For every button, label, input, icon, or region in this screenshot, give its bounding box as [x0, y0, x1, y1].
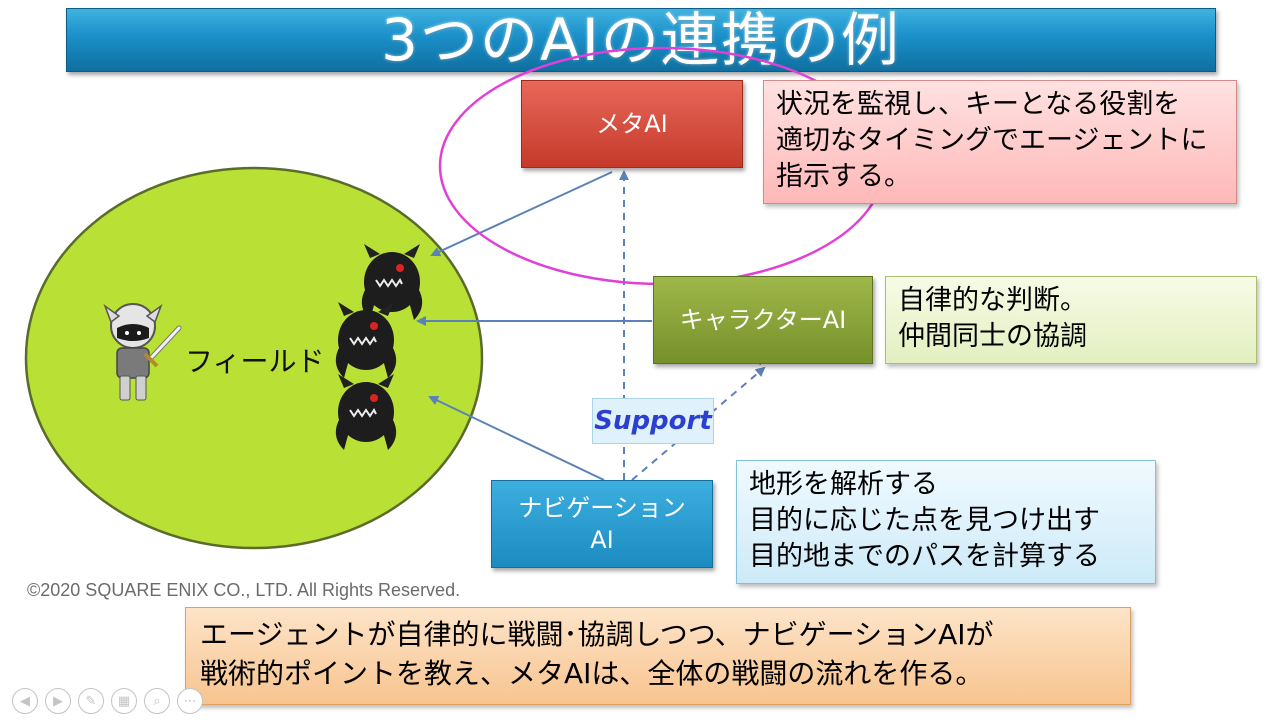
previous-icon[interactable]: ◀: [12, 688, 38, 714]
enemy-monster-icon-3: [335, 374, 397, 450]
summary-line: エージェントが自律的に戦闘･協調しつつ、ナビゲーションAIが: [200, 618, 994, 651]
field-ellipse: [24, 166, 484, 550]
summary-line: 戦術的ポイントを教え、メタAIは、全体の戦闘の流れを作る。: [200, 656, 984, 690]
next-icon[interactable]: ▶: [45, 688, 71, 714]
slide-title: 3つのAIの連携の例: [66, 8, 1216, 72]
meta-ai-note-line: 状況を監視し、キーとなる役割を: [776, 89, 1181, 120]
character-ai-note-line: 自律的な判断。: [898, 285, 1087, 316]
enemy-monster-icon-2: [335, 302, 397, 378]
navigation-ai-label-line: ナビゲーション: [518, 493, 686, 522]
dashed-arrow-support-to-character: [631, 366, 766, 481]
meta-ai-description: 状況を監視し、キーとなる役割を 適切なタイミングでエージェントに 指示する。: [763, 80, 1237, 204]
meta-ai-note-line: 適切なタイミングでエージェントに: [776, 125, 1208, 157]
arrow-navigation-to-field: [428, 395, 605, 481]
hero-knight-icon: [103, 303, 182, 401]
navigation-ai-note-line: 目的地までのパスを計算する: [749, 541, 1100, 573]
meta-ai-note-line: 指示する。: [776, 161, 911, 193]
character-ai-note-line: 仲間同士の協調: [898, 321, 1087, 353]
field-label: フィールド: [185, 345, 325, 378]
slide-controls: ◀ ▶ ✎ ▦ ⌕ ⋯: [12, 688, 203, 714]
navigation-ai-label-line: AI: [590, 526, 614, 554]
copyright-notice: ©2020 SQUARE ENIX CO., LTD. All Rights R…: [27, 580, 461, 600]
arrow-meta-to-field: [430, 171, 613, 257]
pen-icon[interactable]: ✎: [78, 688, 104, 714]
enemy-monster-icon-1: [361, 244, 423, 320]
character-ai-description: 自律的な判断。 仲間同士の協調: [885, 276, 1257, 364]
character-ai-box: キャラクターAI: [653, 276, 873, 364]
more-icon[interactable]: ⋯: [177, 688, 203, 714]
support-label: Support: [592, 398, 714, 444]
navigation-ai-note-line: 地形を解析する: [749, 469, 938, 500]
summary-box: エージェントが自律的に戦闘･協調しつつ、ナビゲーションAIが 戦術的ポイントを教…: [185, 607, 1131, 705]
navigation-ai-note-line: 目的に応じた点を見つけ出す: [749, 505, 1100, 537]
slides-grid-icon[interactable]: ▦: [111, 688, 137, 714]
meta-ai-box: メタAI: [521, 80, 743, 168]
navigation-ai-box: ナビゲーション AI: [491, 480, 713, 568]
navigation-ai-description: 地形を解析する 目的に応じた点を見つけ出す 目的地までのパスを計算する: [736, 460, 1156, 584]
zoom-icon[interactable]: ⌕: [144, 688, 170, 714]
